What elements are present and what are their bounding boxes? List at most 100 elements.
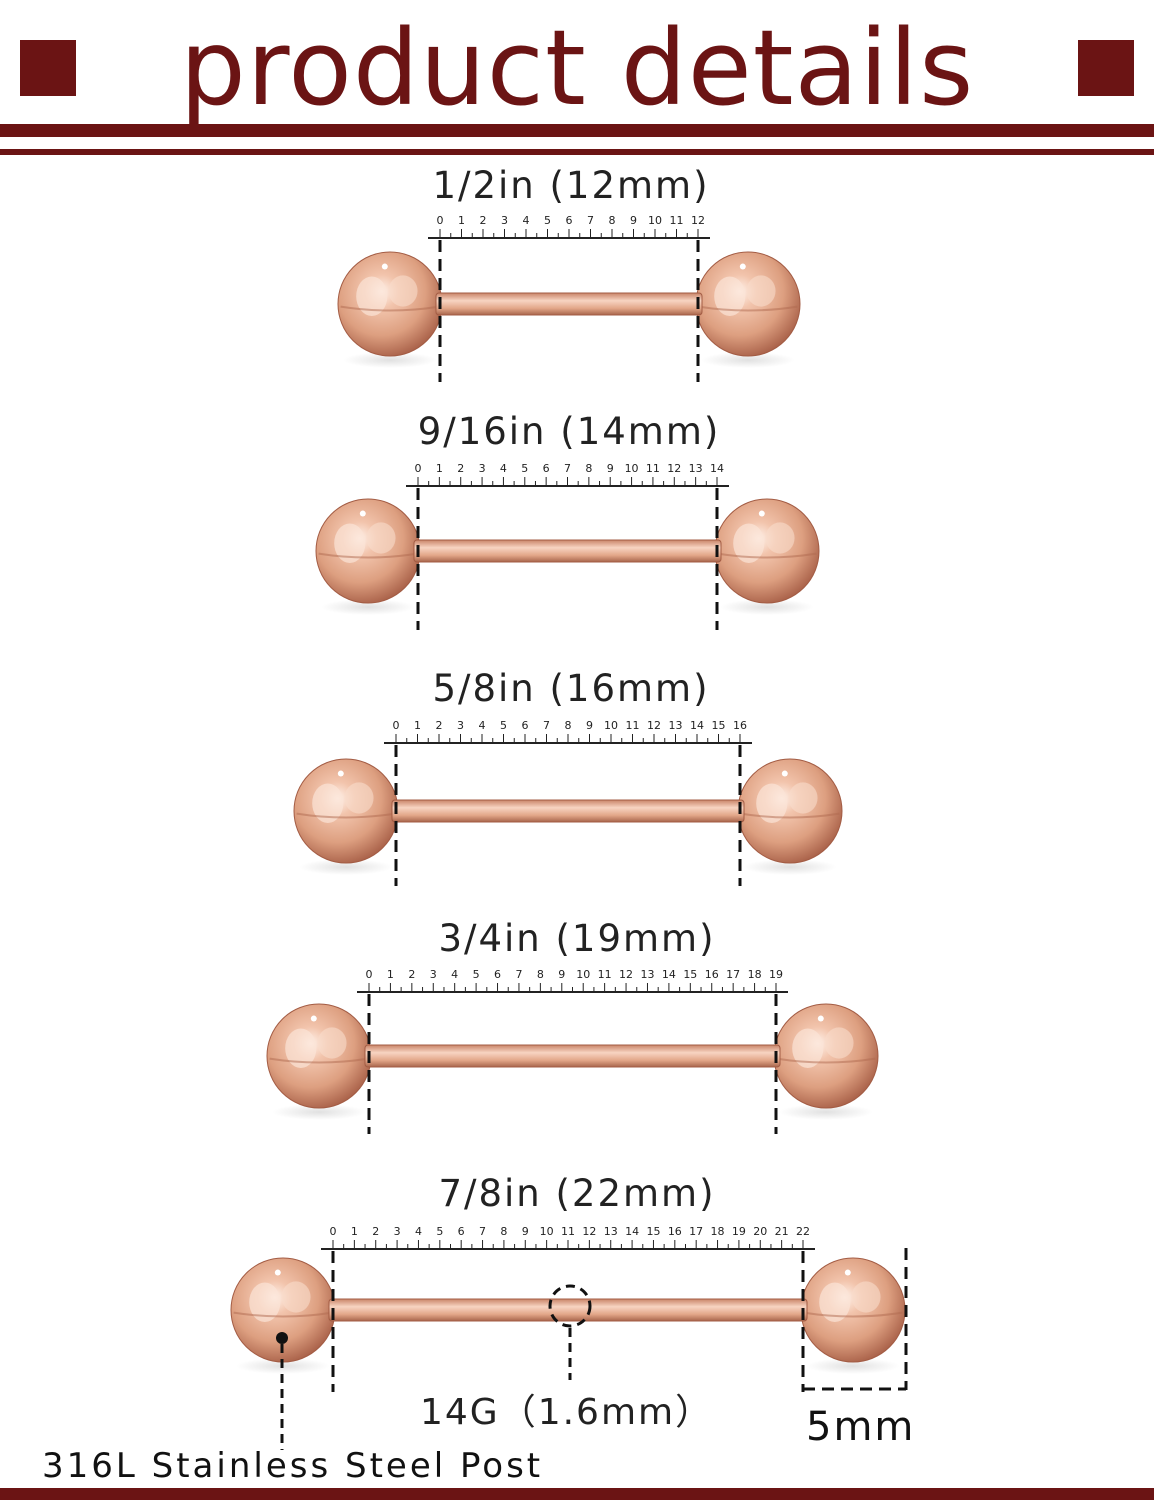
ruler-number: 2 (436, 719, 443, 732)
ruler-number: 16 (668, 1225, 682, 1238)
ruler-number: 17 (689, 1225, 703, 1238)
ball-left (293, 758, 399, 875)
ruler-number: 4 (479, 719, 486, 732)
ruler-number: 8 (565, 719, 572, 732)
ruler-number: 0 (415, 462, 422, 475)
ruler-number: 20 (753, 1225, 767, 1238)
size-label-12mm: 1/2in (12mm) (432, 164, 710, 207)
ball-right (737, 758, 843, 875)
ruler-number: 0 (437, 214, 444, 227)
ball-right-sparkle (781, 770, 788, 777)
ball-left (266, 1003, 372, 1120)
footer-rule (0, 1488, 1154, 1500)
header-rule-thin (0, 149, 1154, 155)
ruler-number: 9 (607, 462, 614, 475)
ball-right-highlight (756, 783, 788, 823)
ruler-number: 3 (430, 968, 437, 981)
ruler-number: 5 (500, 719, 507, 732)
ruler-number: 17 (726, 968, 740, 981)
ball-right-band (740, 812, 840, 819)
ruler-number: 12 (582, 1225, 596, 1238)
header-right-square (1078, 40, 1134, 96)
ball-right-highlight (714, 276, 746, 316)
ball-left-highlight-2 (366, 522, 396, 554)
ball-left (230, 1257, 336, 1374)
ruler-number: 3 (501, 214, 508, 227)
bar-post (328, 1298, 808, 1322)
ball-left-sparkle (274, 1269, 281, 1276)
ball-right-shadow (779, 1104, 873, 1120)
ball-right-shadow (701, 352, 795, 368)
ball-right-sparkle (739, 263, 746, 270)
ball-right-sphere (695, 251, 801, 357)
ball-left-band (318, 552, 418, 559)
ball-left-highlight (312, 783, 344, 823)
size-label-22mm: 7/8in (22mm) (438, 1172, 716, 1215)
ruler-number: 3 (457, 719, 464, 732)
ruler-number: 7 (515, 968, 522, 981)
ruler-number: 10 (576, 968, 590, 981)
bar-post (435, 292, 703, 316)
ball-right-highlight-2 (746, 275, 776, 307)
ball-left-highlight-2 (388, 275, 418, 307)
bar-post (413, 539, 722, 563)
ruler-number: 9 (558, 968, 565, 981)
ruler-number: 6 (543, 462, 550, 475)
ruler-number: 18 (711, 1225, 725, 1238)
ruler-number: 5 (544, 214, 551, 227)
ball-left-sphere (266, 1003, 372, 1109)
ball-right-sparkle (844, 1269, 851, 1276)
ball-right-sphere (800, 1257, 906, 1363)
ball-left-band (340, 305, 440, 312)
ruler-number: 4 (500, 462, 507, 475)
ruler-number: 13 (669, 719, 683, 732)
ruler-number: 10 (540, 1225, 554, 1238)
ruler-number: 12 (667, 462, 681, 475)
ruler-number: 6 (494, 968, 501, 981)
ruler-number: 2 (457, 462, 464, 475)
ruler-number: 8 (537, 968, 544, 981)
ball-right-sphere (773, 1003, 879, 1109)
ruler-number: 7 (543, 719, 550, 732)
ball-left-sparkle (381, 263, 388, 270)
ball-right-band (717, 552, 817, 559)
size-label-16mm: 5/8in (16mm) (432, 667, 710, 710)
ball-right-band (698, 305, 798, 312)
ball-right-highlight (792, 1028, 824, 1068)
material-label: 316L Stainless Steel Post (42, 1446, 544, 1486)
ball-right-sphere (737, 758, 843, 864)
ruler-number: 13 (640, 968, 654, 981)
ball-right-band (776, 1057, 876, 1064)
ruler-number: 7 (587, 214, 594, 227)
ball-right-highlight-2 (788, 782, 818, 814)
ball-left-band (269, 1057, 369, 1064)
ruler-number: 4 (415, 1225, 422, 1238)
ruler-number: 1 (387, 968, 394, 981)
ball-left (337, 251, 443, 368)
ruler-number: 1 (458, 214, 465, 227)
header-left-square (20, 40, 76, 96)
ball-left-sparkle (310, 1015, 317, 1022)
ball-right-sparkle (758, 510, 765, 517)
ruler-number: 5 (436, 1225, 443, 1238)
page-title: product details (179, 7, 975, 129)
ball-size-label: 5mm (806, 1404, 916, 1450)
ball-right (773, 1003, 879, 1120)
ball-right-highlight-2 (824, 1027, 854, 1059)
ruler-number: 13 (604, 1225, 618, 1238)
last-barbell-annotations (276, 1248, 908, 1450)
ruler-number: 12 (647, 719, 661, 732)
ruler-number: 10 (625, 462, 639, 475)
ruler-number: 13 (689, 462, 703, 475)
ruler-number: 6 (566, 214, 573, 227)
ball-left (315, 498, 421, 615)
ball-left-shadow (299, 859, 393, 875)
ball-right-highlight-2 (765, 522, 795, 554)
bar-post (364, 1044, 781, 1068)
ruler-number: 9 (586, 719, 593, 732)
ball-right-band (803, 1311, 903, 1318)
